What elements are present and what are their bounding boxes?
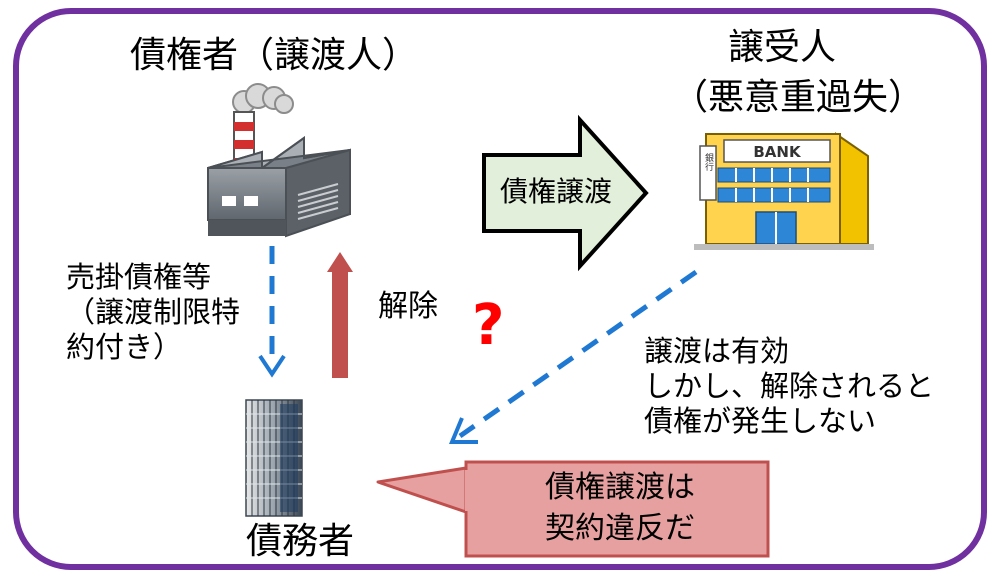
cancellation-arrow xyxy=(327,252,353,378)
smoke-icon xyxy=(232,83,294,114)
callout-line2: 契約違反だ xyxy=(545,510,695,546)
effect-note-line2: しかし、解除されると xyxy=(644,368,935,403)
effect-note-line1: 譲渡は有効 xyxy=(644,334,790,368)
bank-sign-text: BANK xyxy=(753,143,802,161)
factory-icon xyxy=(207,83,351,238)
assignment-arrow xyxy=(482,114,649,272)
bank-icon xyxy=(694,132,874,250)
bank-side-sign-text: 銀行 xyxy=(703,152,714,172)
callout-bubble xyxy=(376,460,770,558)
cancellation-label: 解除 xyxy=(378,289,438,324)
callout-text: 債権譲渡は 契約違反だ xyxy=(470,468,770,549)
receivable-line3: 約付き） xyxy=(66,329,183,364)
diagonal-dashed-arrow xyxy=(449,269,698,444)
office-tower-icon xyxy=(245,399,303,517)
callout-line1: 債権譲渡は xyxy=(545,470,695,505)
receivable-line2: （譲渡制限特 xyxy=(66,294,241,329)
effect-note-line3: 債権が発生しない xyxy=(644,403,877,438)
debtor-label: 債務者 xyxy=(246,521,355,562)
assignee-label-line1: 譲受人 xyxy=(728,27,837,68)
assignment-arrow-label: 債権譲渡 xyxy=(499,175,612,208)
assignee-label-line2: （悪意重過失） xyxy=(672,77,925,118)
effect-note: 譲渡は有効 しかし、解除されると 債権が発生しない xyxy=(644,334,934,438)
creditor-label: 債権者（譲渡人） xyxy=(130,35,419,76)
question-mark: ? xyxy=(472,293,505,358)
receivable-line1: 売掛債権等 xyxy=(66,260,212,294)
receivable-label: 売掛債権等 （譲渡制限特 約付き） xyxy=(66,260,240,364)
receivable-dashed-arrow xyxy=(258,246,286,378)
